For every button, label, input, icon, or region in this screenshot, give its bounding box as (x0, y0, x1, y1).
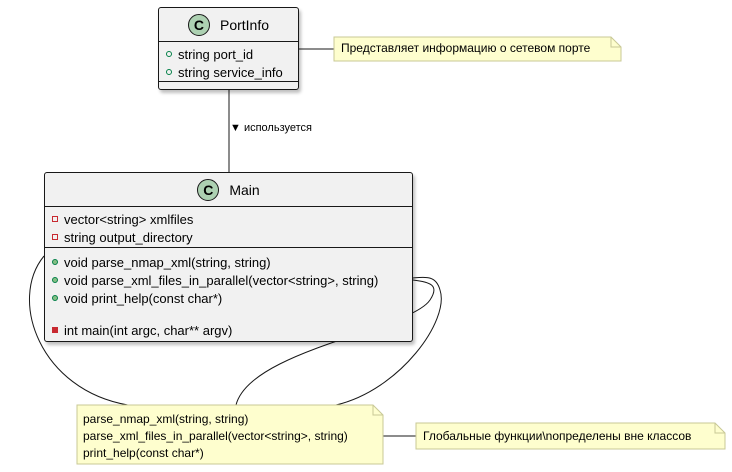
method-row: void parse_xml_files_in_parallel(vector<… (45, 271, 412, 289)
field-text: string service_info (178, 64, 283, 80)
global-note-shape (415, 422, 726, 450)
functions-note-shape (76, 404, 384, 465)
main-name: Main (229, 181, 260, 198)
portinfo-class[interactable]: C PortInfo string port_id string service… (158, 7, 299, 90)
field-row: string service_info (159, 63, 298, 81)
public-method-icon (52, 295, 58, 301)
private-field-icon (52, 234, 58, 240)
public-field-icon (166, 69, 172, 75)
method-row: int main(int argc, char** argv) (45, 321, 412, 339)
portinfo-name: PortInfo (219, 16, 270, 33)
functions-note-line: parse_nmap_xml(string, string) (83, 412, 249, 426)
main-methods: void parse_nmap_xml(string, string) void… (45, 248, 412, 339)
global-note-text: Глобальные функции\nопределены вне класс… (423, 429, 692, 443)
main-class[interactable]: C Main vector<string> xmlfiles string ou… (44, 172, 413, 342)
portinfo-header: C PortInfo (159, 8, 298, 42)
functions-note-line: parse_xml_files_in_parallel(vector<strin… (83, 429, 348, 443)
note-curve-right (335, 276, 442, 406)
private-method-icon (52, 327, 58, 333)
field-row: vector<string> xmlfiles (45, 210, 412, 228)
method-text: void parse_nmap_xml(string, string) (64, 254, 271, 270)
field-text: vector<string> xmlfiles (64, 211, 194, 227)
main-fields: vector<string> xmlfiles string output_di… (45, 207, 412, 248)
portinfo-fields: string port_id string service_info (159, 42, 298, 82)
public-method-icon (52, 277, 58, 283)
note-curve-left (29, 255, 129, 406)
public-field-icon (166, 51, 172, 57)
main-header: C Main (45, 173, 412, 207)
field-row: string output_directory (45, 228, 412, 246)
public-method-icon (52, 259, 58, 265)
relation-text: используется (243, 122, 312, 134)
private-field-icon (52, 216, 58, 222)
portinfo-note-text: Представляет информацию о сетевом порте (341, 41, 591, 55)
field-text: string output_directory (64, 229, 193, 245)
method-row: void print_help(const char*) (45, 289, 412, 307)
field-text: string port_id (178, 46, 254, 62)
portinfo-note-shape (333, 36, 622, 62)
relation-label: ▼ используется (230, 122, 312, 134)
relation-arrow-icon: ▼ (230, 122, 241, 134)
field-row: string port_id (159, 45, 298, 63)
class-stereotype-icon: C (197, 178, 220, 201)
method-row: void parse_nmap_xml(string, string) (45, 253, 412, 271)
method-spacer (45, 307, 412, 321)
method-text: void print_help(const char*) (64, 290, 223, 306)
functions-note-line: print_help(const char*) (83, 446, 204, 460)
functions-note-text: parse_nmap_xml(string, string) parse_xml… (83, 411, 348, 462)
method-text: void parse_xml_files_in_parallel(vector<… (64, 272, 379, 288)
method-text: int main(int argc, char** argv) (64, 322, 233, 338)
class-stereotype-icon: C (187, 13, 210, 36)
